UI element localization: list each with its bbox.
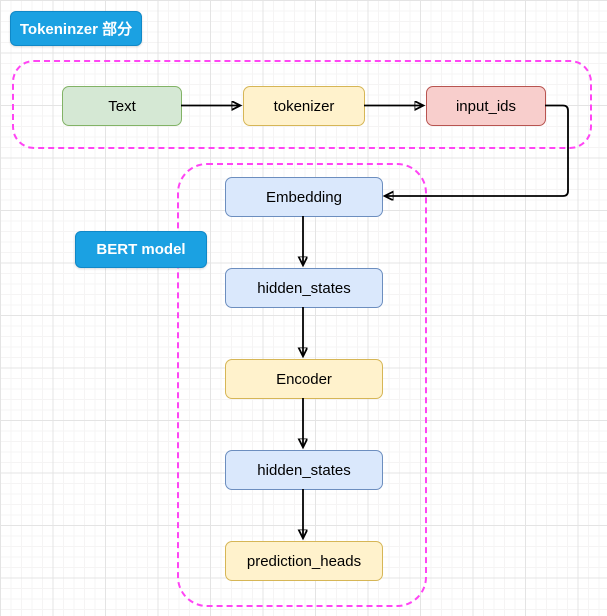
- node-embedding[interactable]: Embedding: [225, 177, 383, 217]
- bert-model-label[interactable]: BERT model: [75, 231, 207, 268]
- node-tokenizer[interactable]: tokenizer: [243, 86, 365, 126]
- node-input-ids[interactable]: input_ids: [426, 86, 546, 126]
- tokenizer-section-label[interactable]: Tokeninzer 部分: [10, 11, 142, 46]
- node-encoder[interactable]: Encoder: [225, 359, 383, 399]
- bert-model-container[interactable]: [177, 163, 427, 607]
- node-hidden-states-2[interactable]: hidden_states: [225, 450, 383, 490]
- node-prediction-heads[interactable]: prediction_heads: [225, 541, 383, 581]
- node-hidden-states-1[interactable]: hidden_states: [225, 268, 383, 308]
- node-text[interactable]: Text: [62, 86, 182, 126]
- tokenizer-section-container[interactable]: [12, 60, 592, 149]
